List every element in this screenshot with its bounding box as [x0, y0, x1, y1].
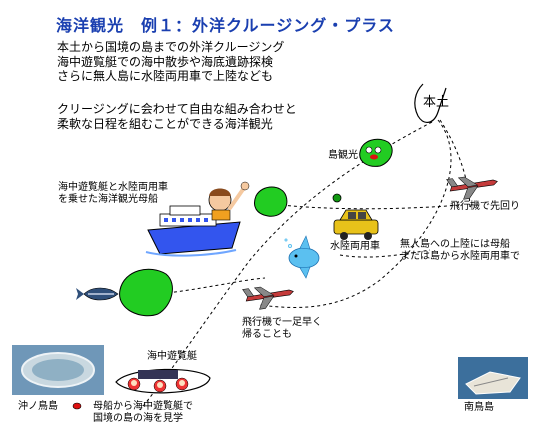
label-amphibious: 水陸両用車 [330, 241, 380, 252]
route-east [259, 119, 452, 308]
amphibious-car-icon [333, 209, 379, 240]
label-line: 帰ることも [242, 329, 292, 340]
intro-line: さらに無人島に水陸両用車で上陸なども [57, 69, 274, 83]
minamitori-photo [458, 357, 528, 399]
island-tour-icon [359, 138, 393, 167]
label-line: 母船から海中遊覧艇で [93, 401, 193, 412]
label-plane-return: 飛行機で先回り [450, 201, 520, 212]
label-cruise-ship: 海中遊覧艇と水陸両用車 を乗せた海洋観光母船 [58, 182, 168, 206]
label-line: 飛行機で一足早く [242, 317, 322, 328]
okinotori-photo [12, 345, 104, 395]
tuna-icon [76, 287, 119, 301]
label-submarine-note: 母船から海中遊覧艇で 国境の島の海を見学 [93, 401, 193, 425]
label-submarine: 海中遊覧艇 [147, 351, 197, 362]
label-line: または島から水陸両用車で [400, 251, 520, 262]
fish-icon [284, 235, 320, 279]
label-line: 海中遊覧艇と水陸両用車 [58, 182, 168, 193]
route-to-green2 [149, 277, 266, 296]
intro-text: 本土から国境の島までの外洋クルージング 海中遊覧艇での海中散歩や海底遺跡探検 さ… [57, 40, 284, 84]
label-mainland: 本土 [423, 95, 450, 110]
submarine-icon [115, 368, 211, 394]
intro-line: 海中遊覧艇での海中散歩や海底遺跡探検 [57, 54, 274, 69]
label-plane-early: 飛行機で一足早く 帰ることも [242, 317, 322, 341]
route-main [139, 121, 433, 411]
label-island-tour: 島観光 [328, 150, 358, 161]
cruise-ship-icon [145, 205, 241, 257]
label-line: を乗せた海洋観光母船 [58, 194, 158, 205]
airplane-icon-lower [242, 286, 294, 310]
green-island-upper [254, 186, 288, 217]
intro-text-2: クリージングに会わせて自由な組み合わせと 柔軟な日程を組むことができる海洋観光 [57, 102, 297, 131]
intro-line: クリージングに会わせて自由な組み合わせと [57, 102, 297, 116]
intro-line: 本土から国境の島までの外洋クルージング [57, 40, 285, 54]
label-line: 無人島への上陸には母船 [400, 239, 510, 250]
label-okinotori: 沖ノ鳥島 [18, 401, 58, 412]
waving-person-icon [208, 181, 250, 221]
green-island-lower [119, 268, 173, 317]
label-minamitori: 南鳥島 [464, 402, 494, 413]
page-title: 海洋観光 例１：外洋クルージング・プラス [56, 16, 395, 35]
label-line: 国境の島の海を見学 [93, 413, 183, 424]
route-island-link [281, 204, 461, 210]
mainland-coast [414, 83, 447, 123]
small-island-icon [332, 193, 342, 203]
airplane-icon-right [446, 176, 498, 200]
label-uninhabited: 無人島への上陸には母船 または島から水陸両用車で [400, 239, 520, 263]
okinotori-marker [72, 402, 82, 410]
intro-line: 柔軟な日程を組むことができる海洋観光 [57, 116, 273, 131]
